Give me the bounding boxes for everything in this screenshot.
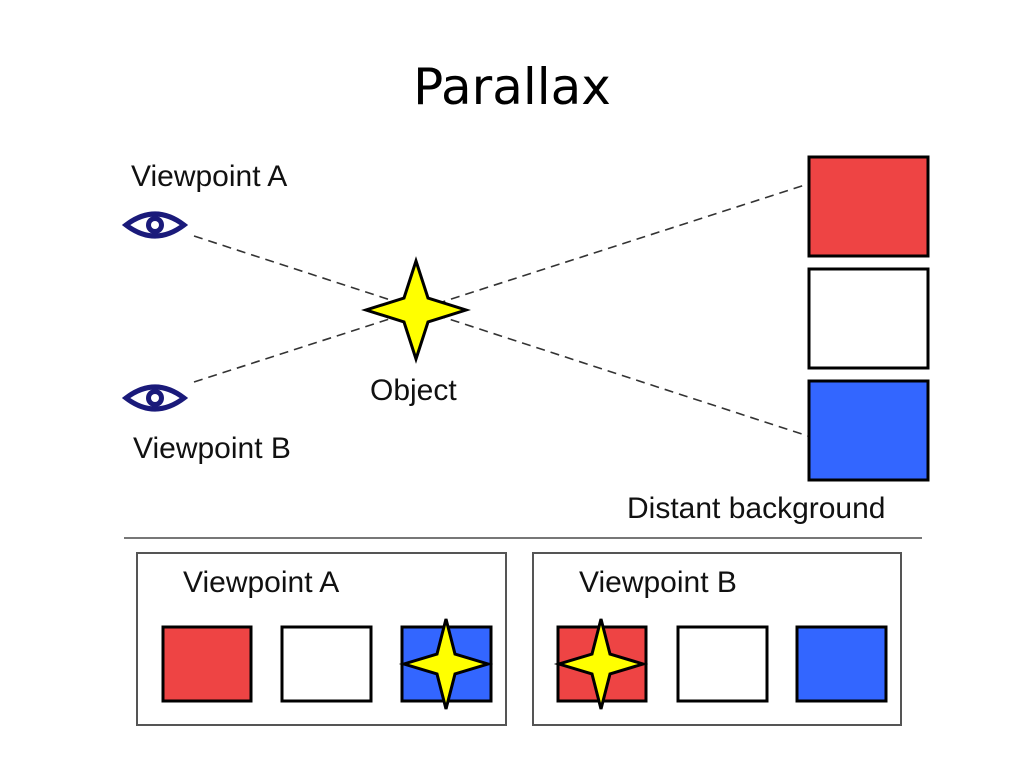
panel-a-title: Viewpoint A [183, 566, 339, 599]
background-blue-square [807, 379, 930, 482]
panel-a-white-square [280, 625, 373, 703]
slide-title: Parallax [413, 58, 611, 116]
panel-b-blue-square [795, 625, 888, 703]
sight-line-b [193, 183, 809, 383]
viewpoint-b-label: Viewpoint B [133, 432, 291, 465]
background-white-square [807, 267, 930, 370]
panel-a-red-square [161, 625, 253, 703]
panel-viewpoint-b: Viewpoint B [532, 552, 902, 726]
sight-line-a [193, 235, 809, 437]
object-star-icon [361, 256, 471, 364]
viewpoint-a-label: Viewpoint A [131, 160, 287, 193]
panel-a-star-icon [398, 618, 494, 710]
distant-background-label: Distant background [627, 492, 886, 525]
panel-b-star-icon [553, 618, 649, 710]
background-red-square [807, 155, 930, 258]
panel-b-title: Viewpoint B [579, 566, 737, 599]
eye-icon [121, 384, 189, 412]
object-label: Object [370, 374, 457, 407]
eye-icon [121, 211, 189, 239]
panel-b-white-square [676, 625, 769, 703]
panel-viewpoint-a: Viewpoint A [136, 552, 507, 726]
